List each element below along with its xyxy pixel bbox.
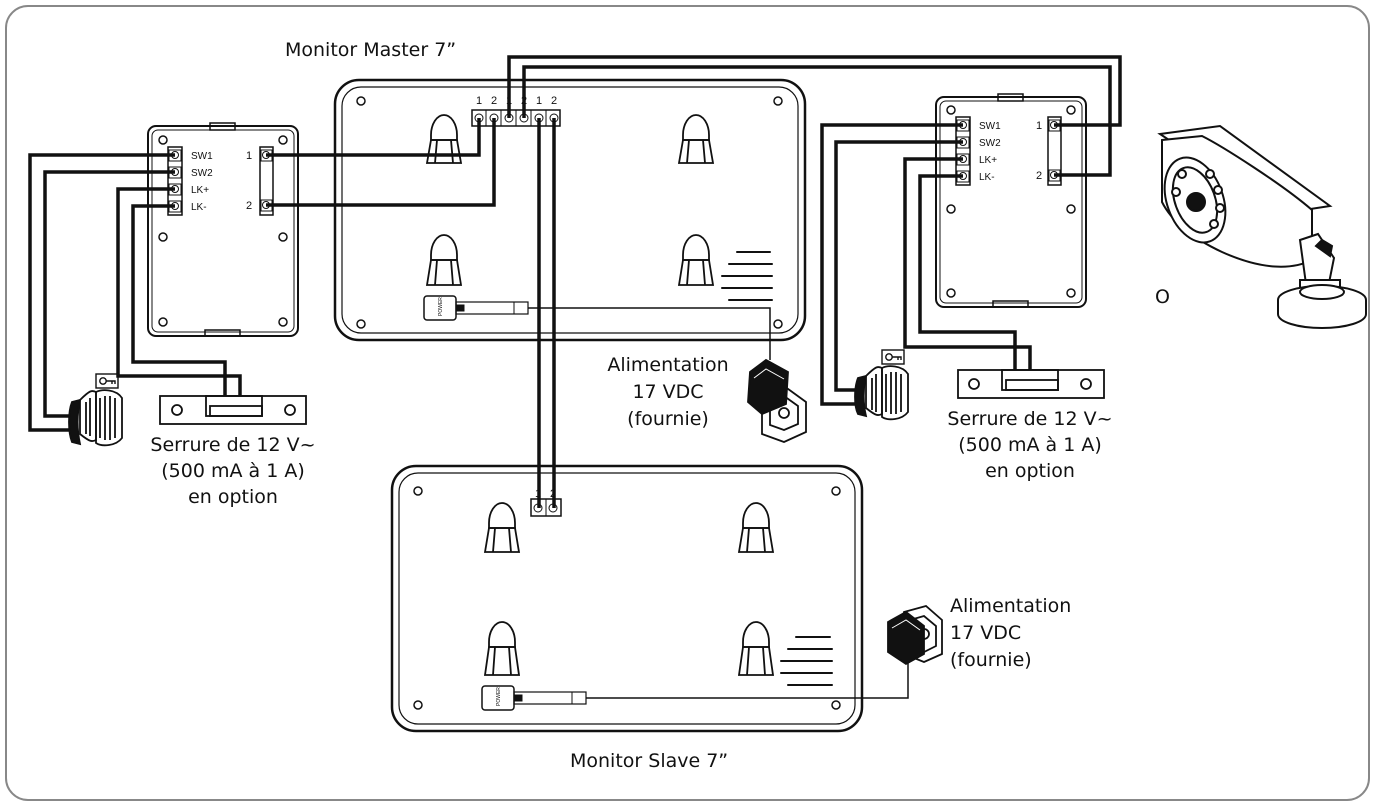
power-label-master: Alimentation 17 VDC (fournie) xyxy=(588,352,748,433)
power-slave-line-2: 17 VDC xyxy=(950,622,1022,644)
door-button-left xyxy=(68,389,123,447)
lock-right-line-1: Serrure de 12 V~ xyxy=(947,408,1113,430)
term-lkplus-left: LK+ xyxy=(191,185,209,196)
term-sw2-right: SW2 xyxy=(979,138,1001,149)
power-master-line-2: 17 VDC xyxy=(632,381,704,403)
power-label-slave: Alimentation 17 VDC (fournie) xyxy=(950,593,1110,674)
outer-frame xyxy=(5,5,1370,801)
master-monitor xyxy=(333,78,807,342)
slave-monitor-title: Monitor Slave 7” xyxy=(570,750,729,772)
key-icon xyxy=(95,373,119,389)
power-master-line-3: (fournie) xyxy=(627,408,709,430)
master-pin-5: 1 xyxy=(536,95,542,107)
term-lkminus-right: LK- xyxy=(979,172,995,183)
pin-1-right: 1 xyxy=(1036,120,1042,132)
pin-2-left: 2 xyxy=(246,200,252,212)
lock-left-line-3: en option xyxy=(188,486,278,508)
master-pin-6: 2 xyxy=(551,95,557,107)
term-sw2-left: SW2 xyxy=(191,168,213,179)
lock-label-left: Serrure de 12 V~ (500 mA à 1 A) en optio… xyxy=(128,432,338,510)
term-lkminus-left: LK- xyxy=(191,202,207,213)
slave-monitor xyxy=(390,464,864,733)
term-sw1-right: SW1 xyxy=(979,121,1001,132)
outdoor-station-right xyxy=(935,93,1087,308)
slave-power-cord xyxy=(586,660,909,699)
pin-2-right: 2 xyxy=(1036,170,1042,182)
lock-right-line-3: en option xyxy=(985,460,1075,482)
lock-label-right: Serrure de 12 V~ (500 mA à 1 A) en optio… xyxy=(925,406,1135,484)
camera-alternative-label: O xyxy=(1155,286,1170,308)
master-power-cord xyxy=(528,307,771,360)
slave-power-label: POWER xyxy=(496,687,502,706)
master-pin-2: 2 xyxy=(491,95,497,107)
lock-left-line-2: (500 mA à 1 A) xyxy=(161,460,305,482)
electric-lock-right xyxy=(957,369,1105,399)
power-master-line-1: Alimentation xyxy=(607,354,729,376)
lock-right-line-2: (500 mA à 1 A) xyxy=(958,434,1102,456)
cctv-camera xyxy=(1157,124,1367,330)
power-adapter-slave xyxy=(887,605,943,666)
power-slave-line-1: Alimentation xyxy=(950,595,1072,617)
master-power-label: POWER xyxy=(438,297,444,316)
electric-lock-left xyxy=(159,395,307,425)
door-button-right xyxy=(854,365,909,421)
lock-left-line-1: Serrure de 12 V~ xyxy=(150,434,316,456)
pin-1-left: 1 xyxy=(246,150,252,162)
term-lkplus-right: LK+ xyxy=(979,155,997,166)
master-pin-1: 1 xyxy=(476,95,482,107)
power-adapter-master xyxy=(747,358,807,443)
power-slave-line-3: (fournie) xyxy=(950,649,1032,671)
key-icon-right xyxy=(881,349,905,365)
master-monitor-title: Monitor Master 7” xyxy=(285,39,457,61)
term-sw1-left: SW1 xyxy=(191,151,213,162)
wiring xyxy=(28,55,1122,508)
